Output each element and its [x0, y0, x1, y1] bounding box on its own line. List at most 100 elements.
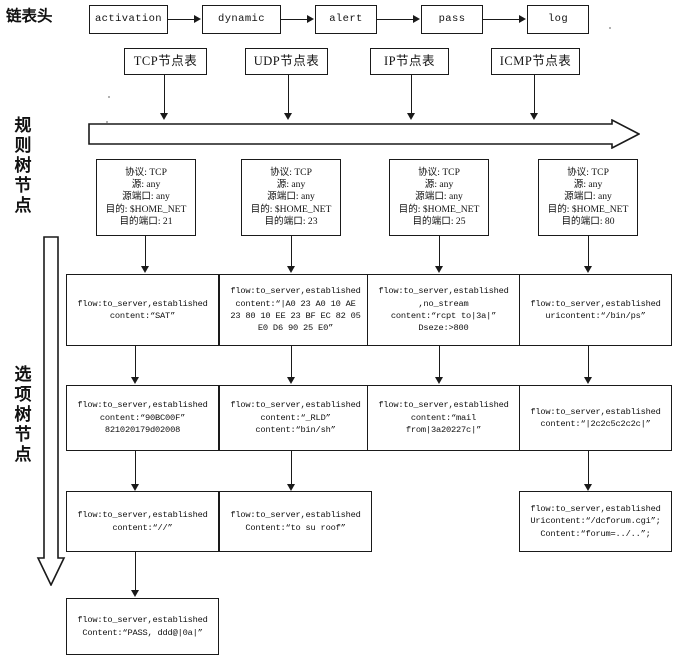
- rule-tree-node-2[interactable]: 协议: TCP 源: any 源端口: any 目的: $HOME_NET 目的…: [241, 159, 341, 236]
- chain-head-label: 链表头: [6, 8, 53, 25]
- rule-line-protocol: 协议: TCP: [125, 166, 167, 178]
- protocol-table-tcp[interactable]: TCP节点表: [124, 48, 207, 75]
- option-node-r3c2[interactable]: flow:to_server,established Content:“to s…: [219, 491, 372, 552]
- option-stem-r1c4: [588, 346, 590, 381]
- chain-node-pass[interactable]: pass: [421, 5, 483, 34]
- rule-line-dest: 目的: $HOME_NET: [547, 203, 629, 215]
- option-stem-r2c1: [135, 451, 137, 488]
- option-stem-r1c3: [439, 346, 441, 381]
- rule-line-source-port: 源端口: any: [415, 191, 463, 203]
- protocol-table-ip[interactable]: IP节点表: [370, 48, 449, 75]
- option-stem-r1c1: [135, 346, 137, 381]
- rule-line-source-port: 源端口: any: [267, 191, 315, 203]
- rule-line-source: 源: any: [276, 179, 306, 191]
- option-line: flow:to_server,established: [230, 286, 361, 297]
- chain-node-dynamic[interactable]: dynamic: [202, 5, 281, 34]
- option-arrowhead-r1c4: [584, 377, 592, 384]
- option-stem-r1c2: [291, 346, 293, 381]
- rule-tree-node-1[interactable]: 协议: TCP 源: any 源端口: any 目的: $HOME_NET 目的…: [96, 159, 196, 236]
- option-line: content:“//”: [112, 522, 173, 533]
- chain-arrowhead-4: [519, 15, 526, 23]
- chain-node-label: log: [547, 13, 569, 26]
- protocol-table-udp[interactable]: UDP节点表: [245, 48, 328, 75]
- option-line: flow:to_server,established: [530, 298, 661, 309]
- protocol-table-label: UDP节点表: [253, 54, 320, 69]
- rule-node-stem-2: [291, 236, 293, 270]
- option-line: content:“_RLD”: [260, 412, 331, 423]
- rule-line-dest: 目的: $HOME_NET: [250, 203, 332, 215]
- rule-line-dest-port: 目的端口: 23: [264, 215, 318, 227]
- option-line: flow:to_server,established: [77, 510, 208, 521]
- rule-line-protocol: 协议: TCP: [270, 166, 312, 178]
- protocol-table-arrowhead-udp: [284, 113, 292, 120]
- option-line: flow:to_server,established: [530, 503, 661, 514]
- rule-line-dest-port: 目的端口: 80: [561, 215, 615, 227]
- rule-line-source: 源: any: [573, 179, 603, 191]
- option-node-r4c1[interactable]: flow:to_server,established Content:“PASS…: [66, 598, 219, 655]
- option-arrowhead-r2c2: [287, 484, 295, 491]
- chain-arrowhead-2: [307, 15, 314, 23]
- rule-node-stem-3: [439, 236, 441, 270]
- chain-node-label: dynamic: [218, 13, 265, 26]
- option-node-r2c1[interactable]: flow:to_server,established content:“90BC…: [66, 385, 219, 451]
- protocol-table-arrowhead-icmp: [530, 113, 538, 120]
- horizontal-block-arrow: [88, 119, 640, 149]
- chain-node-label: activation: [94, 13, 162, 26]
- option-arrowhead-r3c1: [131, 590, 139, 597]
- chain-connector-3: [377, 19, 415, 21]
- option-line: flow:to_server,established: [77, 615, 208, 626]
- option-stem-r3c1: [135, 552, 137, 594]
- option-line: content:“|2c2c5c2c2c|”: [540, 419, 651, 429]
- rule-line-protocol: 协议: TCP: [567, 166, 609, 178]
- rule-line-dest: 目的: $HOME_NET: [398, 203, 480, 215]
- protocol-table-stem-udp: [288, 75, 290, 117]
- chain-node-activation[interactable]: activation: [89, 5, 168, 34]
- chain-node-log[interactable]: log: [527, 5, 589, 34]
- chain-node-alert[interactable]: alert: [315, 5, 377, 34]
- rule-line-protocol: 协议: TCP: [418, 166, 460, 178]
- option-node-r1c3[interactable]: flow:to_server,established ,no_stream co…: [367, 274, 520, 346]
- option-line: flow:to_server,established: [77, 400, 208, 411]
- option-node-r2c4[interactable]: flow:to_server,established content:“|2c2…: [519, 385, 672, 451]
- vertical-block-arrow: [36, 236, 66, 586]
- option-stem-r2c4: [588, 451, 590, 488]
- option-tree-node-label: 选项树节点: [14, 365, 32, 465]
- option-line: flow:to_server,established: [378, 286, 509, 297]
- protocol-table-arrowhead-ip: [407, 113, 415, 120]
- option-line: Content:“to su roof”: [245, 522, 346, 533]
- chain-connector-4: [483, 19, 521, 21]
- option-stem-r2c2: [291, 451, 293, 488]
- rule-line-source-port: 源端口: any: [122, 191, 170, 203]
- option-node-r1c4[interactable]: flow:to_server,established uricontent:“/…: [519, 274, 672, 346]
- option-node-r2c2[interactable]: flow:to_server,established content:“_RLD…: [219, 385, 372, 451]
- option-line: flow:to_server,established: [530, 406, 661, 417]
- option-node-r2c3[interactable]: flow:to_server,established content:“mail…: [367, 385, 520, 451]
- option-line: content:“SAT”: [109, 311, 176, 321]
- speck-dot: [108, 96, 110, 98]
- option-arrowhead-r1c3: [435, 377, 443, 384]
- option-line: flow:to_server,established: [77, 298, 208, 309]
- option-line: content:“rcpt to|3a|”: [390, 311, 497, 321]
- rule-node-arrowhead-1: [141, 266, 149, 273]
- protocol-table-label: TCP节点表: [133, 54, 198, 69]
- option-node-r3c1[interactable]: flow:to_server,established content:“//”: [66, 491, 219, 552]
- rule-node-arrowhead-4: [584, 266, 592, 273]
- rule-tree-node-label: 规则树节点: [14, 116, 32, 216]
- option-line: content:“|A0 23 A0 10 AE: [235, 298, 356, 309]
- option-node-r3c4[interactable]: flow:to_server,established Uricontent:“/…: [519, 491, 672, 552]
- option-line: Content:“forum=../..”;: [540, 528, 651, 539]
- speck-dot: [609, 27, 611, 29]
- option-line: Uricontent:“/dcforum.cgi”;: [530, 516, 661, 527]
- option-node-r1c2[interactable]: flow:to_server,established content:“|A0 …: [219, 274, 372, 346]
- option-node-r1c1[interactable]: flow:to_server,established content:“SAT”: [66, 274, 219, 346]
- rule-tree-node-4[interactable]: 协议: TCP 源: any 源端口: any 目的: $HOME_NET 目的…: [538, 159, 638, 236]
- rule-node-arrowhead-3: [435, 266, 443, 273]
- protocol-table-icmp[interactable]: ICMP节点表: [491, 48, 580, 75]
- option-line: flow:to_server,established: [230, 510, 361, 521]
- option-line: content:“mail: [410, 412, 477, 423]
- rule-node-stem-1: [145, 236, 147, 270]
- protocol-table-stem-ip: [411, 75, 413, 117]
- rule-line-source: 源: any: [131, 179, 161, 191]
- rule-tree-node-3[interactable]: 协议: TCP 源: any 源端口: any 目的: $HOME_NET 目的…: [389, 159, 489, 236]
